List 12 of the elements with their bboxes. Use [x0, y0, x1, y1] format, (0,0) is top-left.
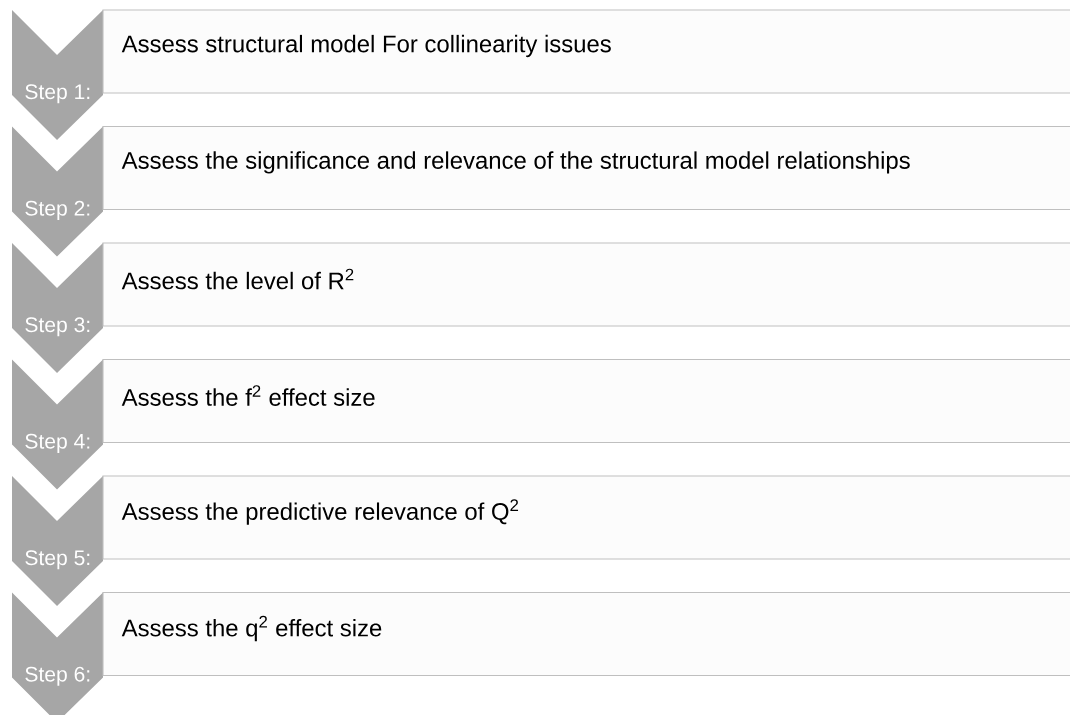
step-box: Assess the f$^{2}$ effect size [102, 358, 1070, 444]
step-box: Assess the level of R$^{2}$ [102, 242, 1070, 327]
step-tab: Step 5: [12, 476, 103, 606]
step-box: Assess the q$^{2}$ effect size [102, 591, 1070, 677]
step-tab: Step 3: [12, 243, 103, 373]
step-box: Assess the predictive relevance of Q$^{2}$ [102, 475, 1070, 560]
step-box: Assess the significance and relevance of the structural model relationships [102, 125, 1070, 211]
step-tab: Step 1: [12, 10, 103, 140]
step-tab: Step 6: [12, 592, 103, 715]
step-tab: Step 4: [12, 359, 103, 490]
step-box: Assess structural model For collinearity issues [102, 9, 1070, 94]
step-tab: Step 2: [12, 126, 103, 257]
